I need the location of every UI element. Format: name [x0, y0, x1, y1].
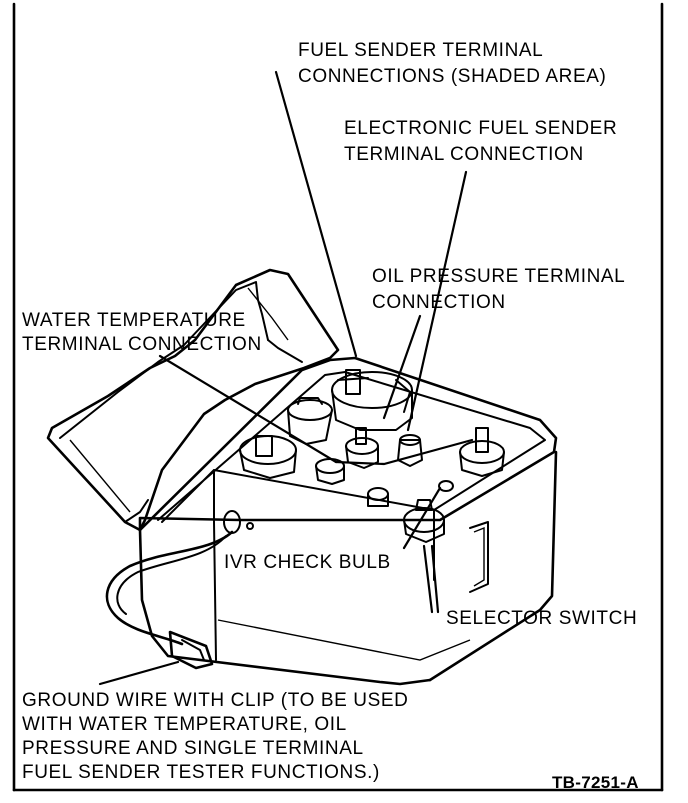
- label-water-temperature: WATER TEMPERATURE TERMINAL CONNECTION: [22, 310, 262, 355]
- leader-lines: [98, 70, 474, 686]
- svg-text:CONNECTION: CONNECTION: [372, 292, 506, 313]
- figure-frame: [12, 2, 664, 792]
- svg-text:GROUND WIRE WITH CLIP (TO BE U: GROUND WIRE WITH CLIP (TO BE USED: [22, 690, 408, 711]
- svg-text:WITH WATER TEMPERATURE, OIL: WITH WATER TEMPERATURE, OIL: [22, 714, 347, 735]
- tester-case: [138, 356, 558, 686]
- svg-text:ELECTRONIC FUEL SENDER: ELECTRONIC FUEL SENDER: [344, 118, 617, 139]
- tester-lid: [46, 268, 340, 532]
- label-electronic-fuel-sender: ELECTRONIC FUEL SENDER TERMINAL CONNECTI…: [344, 118, 617, 165]
- svg-text:TERMINAL CONNECTION: TERMINAL CONNECTION: [22, 334, 262, 355]
- svg-text:CONNECTIONS (SHADED AREA): CONNECTIONS (SHADED AREA): [298, 66, 606, 87]
- label-selector-switch: SELECTOR SWITCH: [446, 608, 637, 629]
- electronic-fuel-sender-terminal: [397, 427, 505, 477]
- water-temp-terminal-block: [239, 397, 333, 479]
- ground-wire-with-clip: [105, 530, 234, 670]
- svg-text:PRESSURE AND SINGLE TERMINAL: PRESSURE AND SINGLE TERMINAL: [22, 738, 364, 759]
- fuel-sender-terminal-block: [331, 369, 413, 431]
- svg-text:FUEL SENDER TESTER FUNCTIONS.): FUEL SENDER TESTER FUNCTIONS.): [22, 762, 380, 783]
- label-oil-pressure: OIL PRESSURE TERMINAL CONNECTION: [372, 266, 625, 313]
- svg-text:WATER TEMPERATURE: WATER TEMPERATURE: [22, 310, 246, 331]
- figure-id: TB-7251-A: [552, 773, 639, 792]
- svg-text:FUEL SENDER TERMINAL: FUEL SENDER TERMINAL: [298, 40, 543, 61]
- ground-jack: [223, 510, 254, 534]
- ivr-check-bulb-icon: [367, 480, 454, 507]
- svg-text:TERMINAL CONNECTION: TERMINAL CONNECTION: [344, 144, 584, 165]
- label-fuel-sender-terminal: FUEL SENDER TERMINAL CONNECTIONS (SHADED…: [298, 40, 606, 87]
- label-ground-wire: GROUND WIRE WITH CLIP (TO BE USED WITH W…: [22, 690, 408, 783]
- svg-text:OIL PRESSURE TERMINAL: OIL PRESSURE TERMINAL: [372, 266, 625, 287]
- label-ivr-check-bulb: IVR CHECK BULB: [224, 552, 391, 573]
